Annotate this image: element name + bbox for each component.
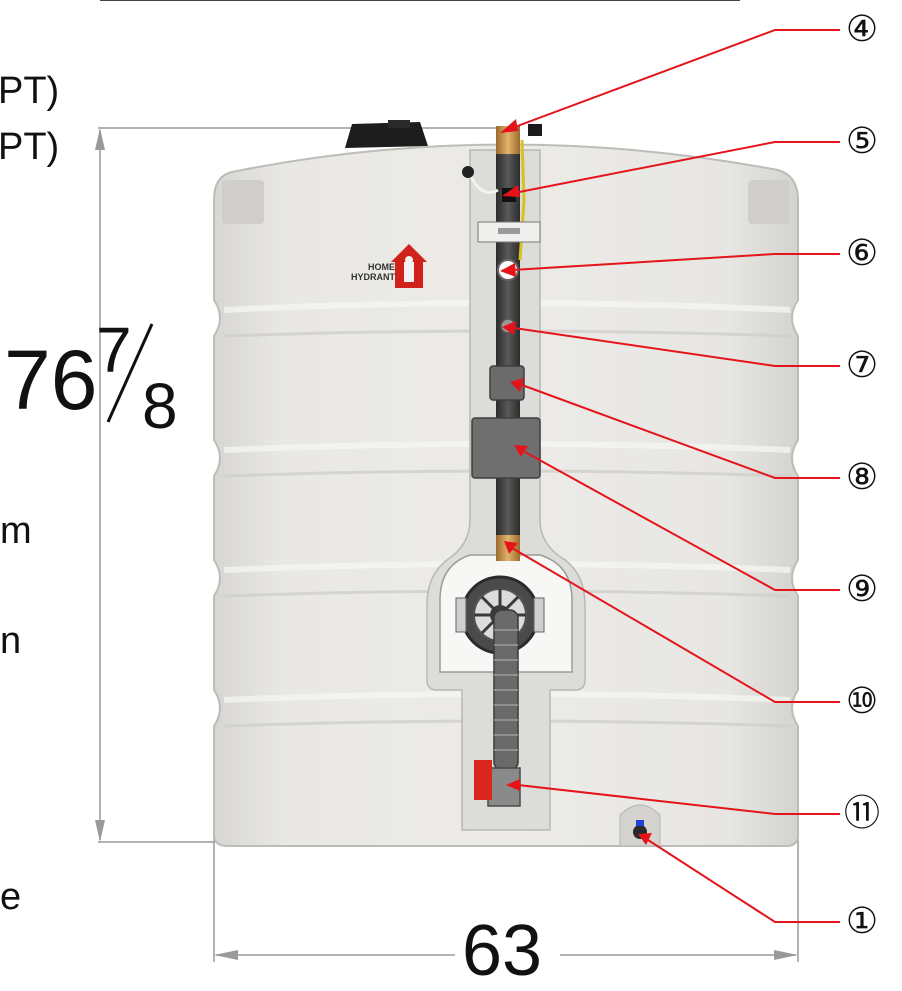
height-dimension-numerator: 7 xyxy=(96,314,132,386)
leader-5 xyxy=(513,141,840,194)
callout-8: ⑧ xyxy=(845,457,879,498)
pressure-switch xyxy=(489,365,525,401)
leader-8 xyxy=(521,384,840,479)
leader-6 xyxy=(511,253,840,271)
callout-7: ⑦ xyxy=(845,345,879,386)
fraction-slash xyxy=(106,323,154,423)
tank-lid xyxy=(345,122,428,148)
leader-10 xyxy=(511,547,840,703)
left-label-3: m xyxy=(0,510,32,552)
dim-height-arrow-top xyxy=(95,128,105,150)
valve-handle xyxy=(474,760,492,800)
leader-7 xyxy=(513,327,840,367)
callout-10: ⑩ xyxy=(845,681,879,722)
callout-1: ① xyxy=(845,901,879,942)
callout-11: ⑪ xyxy=(843,793,880,834)
left-label-2: PT) xyxy=(0,126,60,168)
dim-height-arrow-bottom xyxy=(95,820,105,842)
logo-text: HOME HYDRANT xyxy=(351,262,395,282)
leader-1 xyxy=(647,839,840,923)
dim-width-arrow-left xyxy=(214,950,238,960)
left-label-4: n xyxy=(0,620,22,662)
corner-recess-right xyxy=(748,180,790,224)
left-label-1: PT) xyxy=(0,70,60,112)
leader-11 xyxy=(517,784,840,815)
left-label-5: e xyxy=(0,876,22,918)
home-hydrant-logo: HOME HYDRANT xyxy=(312,240,427,294)
callout-5: ⑤ xyxy=(845,121,879,162)
callout-4: ④ xyxy=(845,9,879,50)
logo-house-icon xyxy=(391,244,427,288)
height-dimension-whole: 76 xyxy=(4,333,98,427)
dim-width-arrow-right xyxy=(774,950,798,960)
leader-9 xyxy=(524,451,840,591)
callout-6: ⑥ xyxy=(845,233,879,274)
leader-4 xyxy=(511,29,840,129)
corner-recess-left xyxy=(222,180,264,224)
control-box xyxy=(471,417,541,479)
width-dimension: 63 xyxy=(462,911,543,991)
callout-9: ⑨ xyxy=(845,569,879,610)
height-dimension-denominator: 8 xyxy=(142,370,178,442)
